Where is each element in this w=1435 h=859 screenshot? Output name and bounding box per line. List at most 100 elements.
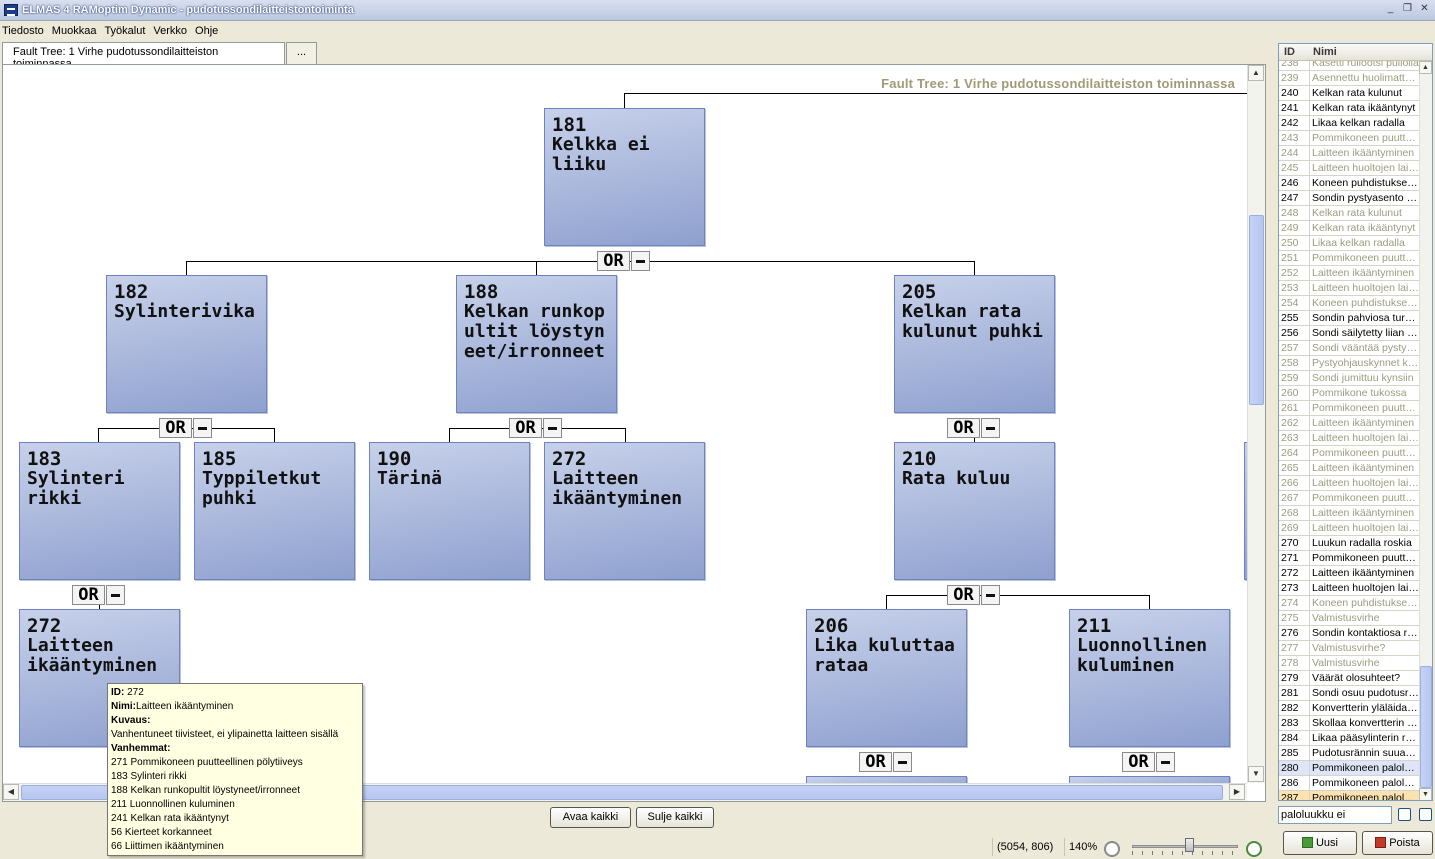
menu-tyokalut[interactable]: Työkalut xyxy=(104,25,146,37)
menu-verkko[interactable]: Verkko xyxy=(153,25,188,37)
menu-muokkaa[interactable]: Muokkaa xyxy=(51,25,97,37)
tab-fault-tree[interactable]: Fault Tree: 1 Virhe pudotussondilaitteis… xyxy=(2,42,285,70)
fault-node[interactable]: 181 Kelkka ei liiku xyxy=(544,108,705,246)
zoom-in-icon[interactable] xyxy=(1246,841,1262,857)
restore-button[interactable]: ❐ xyxy=(1403,3,1412,14)
or-gate[interactable]: OR xyxy=(947,585,1000,605)
fault-tree-canvas[interactable]: Fault Tree: 1 Virhe pudotussondilaitteis… xyxy=(3,65,1247,783)
fault-node[interactable]: 210 Rata kuluu xyxy=(894,442,1055,580)
collapse-icon[interactable] xyxy=(193,418,212,438)
fault-node[interactable]: 206 Lika kuluttaa rataa xyxy=(806,609,967,747)
column-name-header[interactable]: Nimi xyxy=(1313,46,1337,58)
scroll-left-icon[interactable]: ◀ xyxy=(3,784,19,800)
search-input[interactable] xyxy=(1278,806,1392,824)
close-all-button[interactable]: Sulje kaikki xyxy=(636,807,714,828)
fault-node-partial[interactable] xyxy=(1069,776,1230,783)
fault-node-partial[interactable] xyxy=(806,776,967,783)
fault-node[interactable]: 205 Kelkan rata kulunut puhki xyxy=(894,275,1055,413)
fault-node[interactable]: 211 Luonnollinen kuluminen xyxy=(1069,609,1230,747)
fault-node[interactable]: 272 Laitteen ikääntyminen xyxy=(544,442,705,580)
menu-ohje[interactable]: Ohje xyxy=(195,25,219,37)
menu-tiedosto[interactable]: Tiedosto xyxy=(2,25,44,37)
fault-node[interactable]: 182 Sylinterivika xyxy=(106,275,267,413)
scroll-thumb[interactable] xyxy=(1249,215,1264,405)
minimize-button[interactable]: _ xyxy=(1387,3,1394,14)
fault-node[interactable]: 188 Kelkan runkopultit löystyneet/irronn… xyxy=(456,275,617,413)
scroll-down-icon[interactable]: ▼ xyxy=(1419,788,1432,800)
collapse-icon[interactable] xyxy=(893,752,912,772)
scroll-up-icon[interactable]: ▲ xyxy=(1248,65,1264,81)
fault-node-partial[interactable] xyxy=(1244,442,1247,580)
scroll-thumb[interactable] xyxy=(1420,666,1432,788)
or-gate[interactable]: OR xyxy=(859,752,912,772)
or-gate[interactable]: OR xyxy=(947,418,1000,438)
fault-node[interactable]: 190 Tärinä xyxy=(369,442,530,580)
or-gate[interactable]: OR xyxy=(509,418,562,438)
or-gate[interactable]: OR xyxy=(72,585,125,605)
collapse-icon[interactable] xyxy=(1156,752,1175,772)
scroll-up-icon[interactable]: ▲ xyxy=(1419,61,1432,74)
collapse-icon[interactable] xyxy=(981,418,1000,438)
or-gate[interactable]: OR xyxy=(159,418,212,438)
or-gate[interactable]: OR xyxy=(1122,752,1175,772)
collapse-icon[interactable] xyxy=(631,251,650,271)
filter-checkbox[interactable] xyxy=(1419,808,1432,821)
fault-node[interactable]: 183 Sylinteri rikki xyxy=(19,442,180,580)
zoom-slider-handle[interactable] xyxy=(1185,838,1194,852)
scroll-down-icon[interactable]: ▼ xyxy=(1248,766,1264,782)
tab-more-button[interactable]: ... xyxy=(286,42,317,64)
collapse-icon[interactable] xyxy=(543,418,562,438)
scroll-right-icon[interactable]: ▶ xyxy=(1229,784,1245,800)
fault-node[interactable]: 185 Typpiletkut puhki xyxy=(194,442,355,580)
collapse-icon[interactable] xyxy=(981,585,1000,605)
open-all-button[interactable]: Avaa kaikki xyxy=(550,807,631,828)
zoom-out-icon[interactable] xyxy=(1104,841,1120,857)
delete-button[interactable]: Poista xyxy=(1362,831,1433,855)
